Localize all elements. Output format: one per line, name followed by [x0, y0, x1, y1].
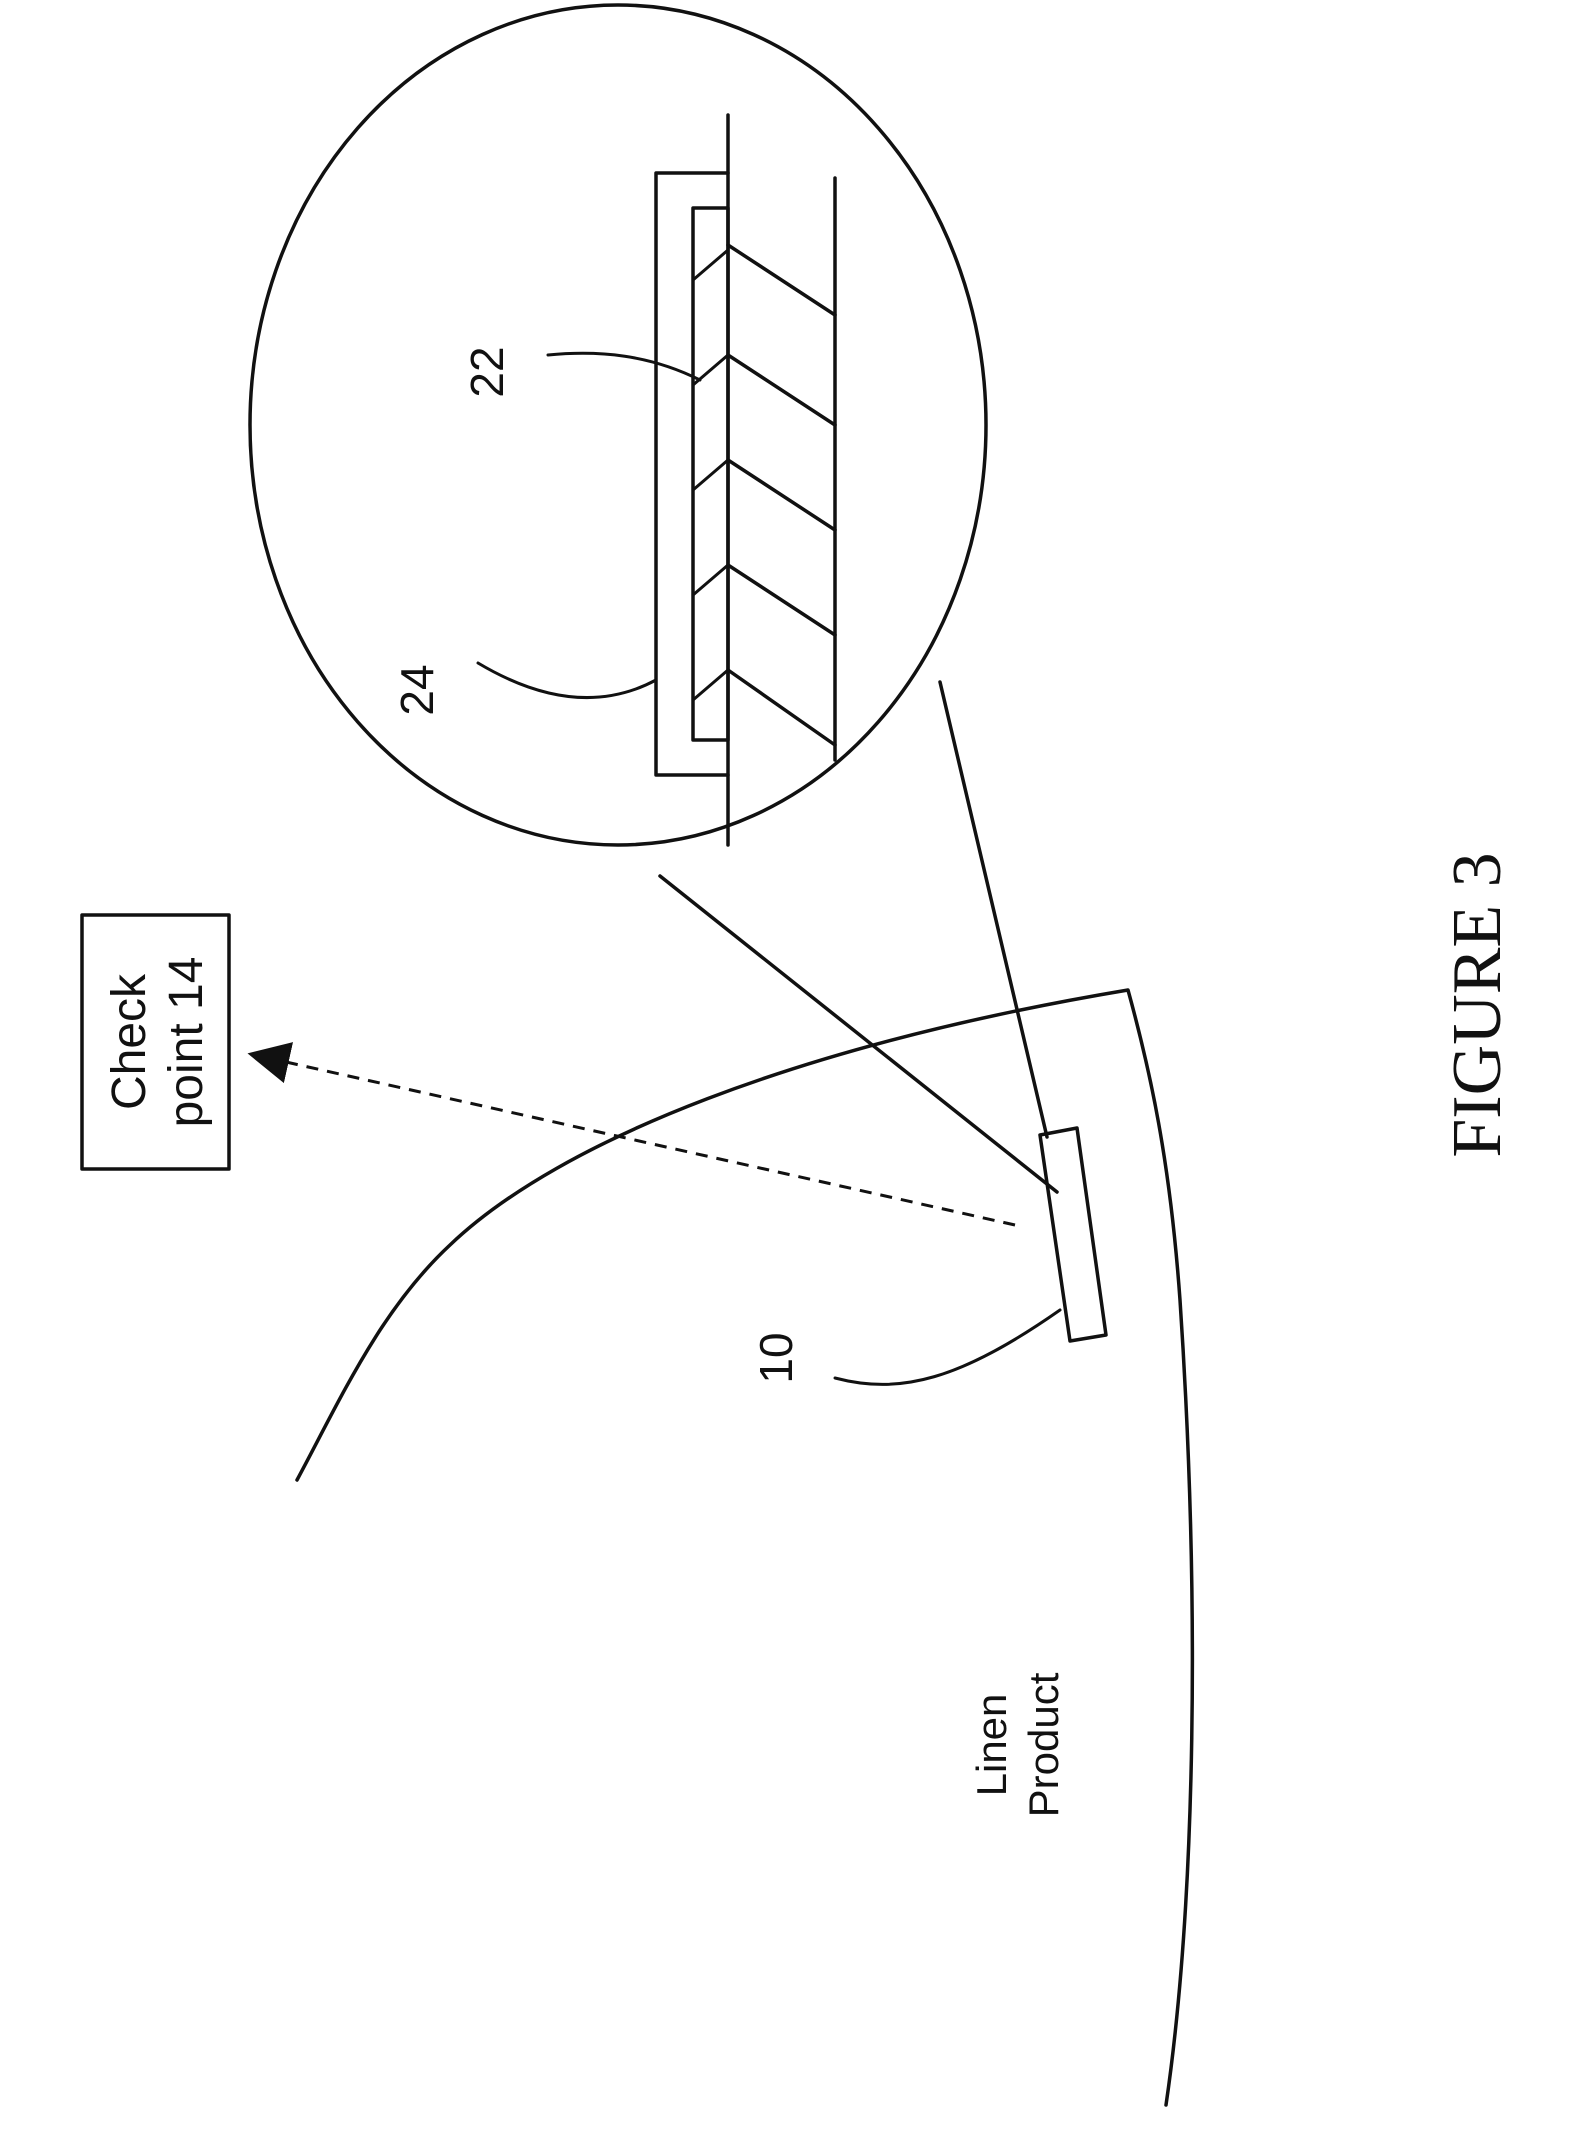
ref-label-22: 22	[461, 346, 513, 397]
leader-line-22	[548, 353, 700, 380]
figure-caption: FIGURE 3	[1439, 852, 1516, 1157]
product-label-line1: Linen	[968, 1694, 1015, 1797]
ref-label-10: 10	[750, 1332, 802, 1383]
zoom-line-lower	[940, 682, 1047, 1137]
leader-line-10	[835, 1310, 1060, 1384]
rfid-tag-10	[1040, 1128, 1106, 1341]
fabric-weave-lines	[728, 245, 835, 745]
inner-layer-hatching	[693, 250, 728, 700]
checkpoint-label-line2: point 14	[160, 957, 213, 1128]
signal-arrow	[268, 1058, 1015, 1225]
product-label-line2: Product	[1020, 1672, 1067, 1817]
checkpoint-label-line1: Check	[103, 973, 156, 1110]
linen-product-outline	[297, 990, 1192, 2105]
magnified-view-circle	[250, 5, 986, 845]
ref-label-24: 24	[391, 664, 443, 715]
leader-line-24	[478, 663, 656, 698]
